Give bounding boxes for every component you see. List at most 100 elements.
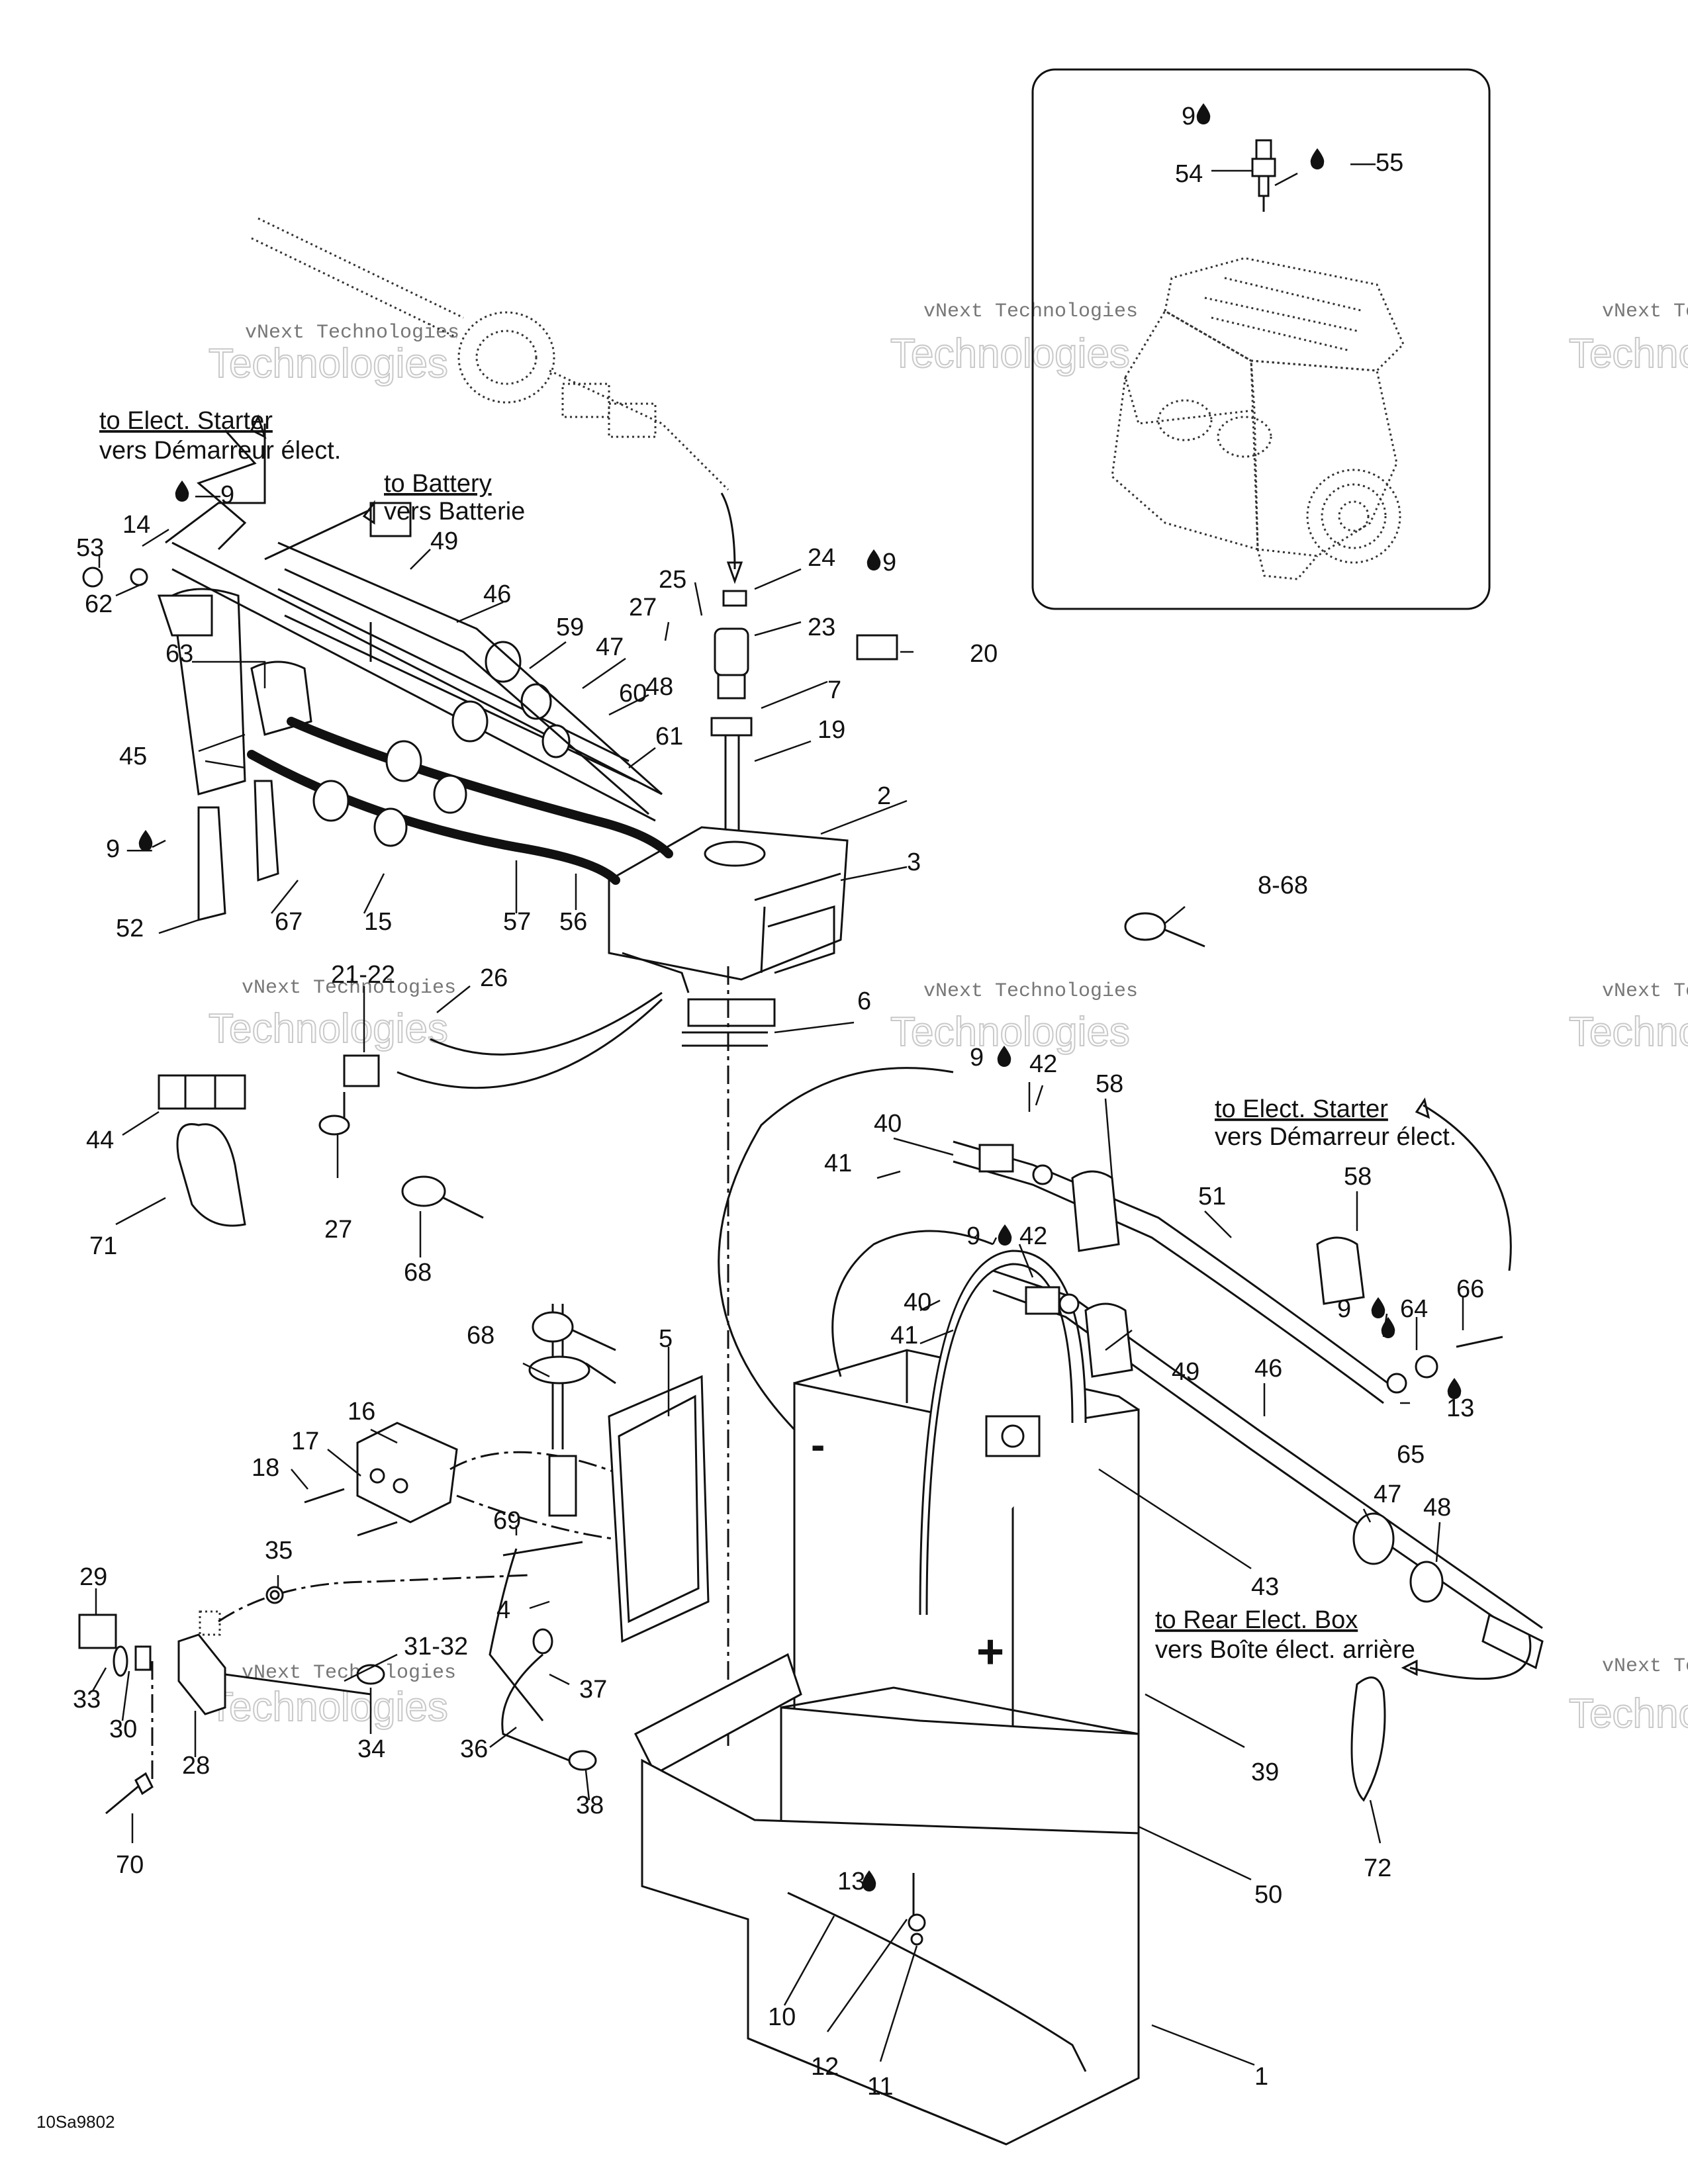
part-label: 47 [1374, 1480, 1401, 1508]
part-label: 25 [659, 566, 686, 594]
routing-lines [165, 414, 1532, 1680]
watermark-text: Technologies [890, 331, 1130, 377]
watermark-text: vNext Technologies [242, 977, 456, 999]
part-label: 46 [483, 580, 511, 608]
watermark-text: Technologies [1569, 1009, 1688, 1055]
drop-icon [1371, 1297, 1385, 1318]
part-label: 53 [76, 534, 104, 562]
harness-plug [251, 217, 743, 584]
drop-icon [175, 480, 189, 502]
positive-terminal-symbol: + [976, 1625, 1004, 1678]
part-label: 13 [1446, 1394, 1474, 1422]
watermark-text: Technologies [890, 1009, 1130, 1055]
drop-icon [1381, 1317, 1395, 1338]
watermark-text: vNext Technologies [923, 300, 1138, 323]
part-label: 28 [182, 1752, 210, 1780]
watermark-text: Technologies [1569, 1691, 1688, 1737]
part-label: 62 [85, 590, 113, 618]
starter-cable [953, 1140, 1503, 1404]
part-label: 4 [496, 1596, 510, 1624]
part-label: 37 [579, 1676, 607, 1704]
part-label: 59 [556, 614, 584, 641]
part-label: 20 [970, 640, 998, 668]
part-label: 36 [460, 1735, 488, 1763]
part-label: 27 [324, 1216, 352, 1244]
callout-elect-starter-en: to Elect. Starter [99, 407, 273, 435]
callout-rear-box-fr: vers Boîte élect. arrière [1155, 1636, 1415, 1664]
part-label: 71 [89, 1232, 117, 1260]
part-label: 41 [824, 1150, 852, 1177]
part-label: 40 [874, 1110, 902, 1138]
drop-icon [1196, 103, 1211, 124]
part-label: 57 [503, 908, 531, 936]
part-label: 38 [576, 1792, 604, 1819]
watermark-text: Technologies [209, 1684, 448, 1730]
part-label: 44 [86, 1126, 114, 1154]
callout-battery-en: to Battery [384, 470, 492, 498]
diagnostic-connector [78, 1574, 530, 1815]
part-label: 63 [165, 640, 193, 668]
part-label: 70 [116, 1851, 144, 1879]
relay-assembly [304, 1304, 710, 1771]
part-label: 39 [1251, 1758, 1279, 1786]
part-label: 48 [1423, 1494, 1451, 1522]
part-label: 58 [1344, 1163, 1372, 1191]
drop-icon [138, 830, 153, 851]
callout-battery-fr: vers Batterie [384, 498, 525, 525]
inset-frame [1031, 68, 1491, 610]
negative-terminal-symbol: - [811, 1421, 825, 1469]
part-label: 13 [837, 1868, 865, 1895]
battery-cable [992, 1269, 1544, 1670]
part-label: 60 [619, 680, 647, 707]
drop-icon [862, 1870, 876, 1891]
part-label: 40 [904, 1289, 931, 1316]
part-label: 34 [357, 1735, 385, 1763]
part-label: 67 [275, 908, 303, 936]
positive-cable-upper [277, 502, 663, 815]
drop-icon [1310, 148, 1325, 169]
part-label: 18 [252, 1454, 279, 1482]
part-label: 43 [1251, 1573, 1279, 1601]
part-label: 24 [808, 544, 835, 572]
part-label: —55 [1350, 149, 1403, 177]
drop-icon [867, 549, 881, 570]
callout-rear-box-en: to Rear Elect. Box [1155, 1606, 1358, 1634]
part-label: 14 [122, 511, 150, 539]
part-label: 65 [1397, 1441, 1425, 1469]
boot-and-ignition-stack [608, 590, 849, 1747]
watermark-text: Technologies [209, 1006, 448, 1052]
watermark-text: vNext Technologies [1602, 300, 1688, 323]
callout-elect-starter-right-fr: vers Démarreur élect. [1215, 1123, 1456, 1151]
part-label: 2 [877, 782, 891, 810]
part-label: 61 [655, 723, 683, 751]
watermark-text: vNext Technologies [1602, 980, 1688, 1003]
sealant-drop-icons [138, 103, 1462, 1891]
part-label: 56 [559, 908, 587, 936]
part-label: 17 [291, 1428, 319, 1455]
part-label: 9 [882, 549, 896, 576]
part-label: 27 [629, 594, 657, 621]
part-label: 45 [119, 743, 147, 770]
part-label: 1 [1254, 2063, 1268, 2091]
part-label: 52 [116, 915, 144, 942]
part-label: 35 [265, 1537, 293, 1565]
battery-box [633, 1653, 1140, 2146]
part-label: 8-68 [1258, 872, 1308, 899]
part-label: 58 [1096, 1070, 1123, 1098]
part-label: 7 [827, 676, 841, 704]
part-label: 5 [659, 1325, 673, 1353]
part-label: 19 [818, 716, 845, 744]
part-label: 72 [1364, 1854, 1391, 1882]
part-label: —9 [195, 481, 234, 509]
temperature-sensor [1251, 139, 1276, 212]
figure-reference: 10Sa9802 [36, 2112, 115, 2132]
part-label: 29 [79, 1563, 107, 1591]
leader-lines [91, 169, 1464, 2066]
part-label: 47 [596, 633, 624, 661]
watermark-text: vNext Technologies [1602, 1655, 1688, 1678]
watermark-text: vNext Technologies [923, 980, 1138, 1003]
part-label: 51 [1198, 1183, 1226, 1210]
part-label: 11 [867, 2073, 893, 2101]
clamps-and-ties [158, 634, 1386, 1802]
